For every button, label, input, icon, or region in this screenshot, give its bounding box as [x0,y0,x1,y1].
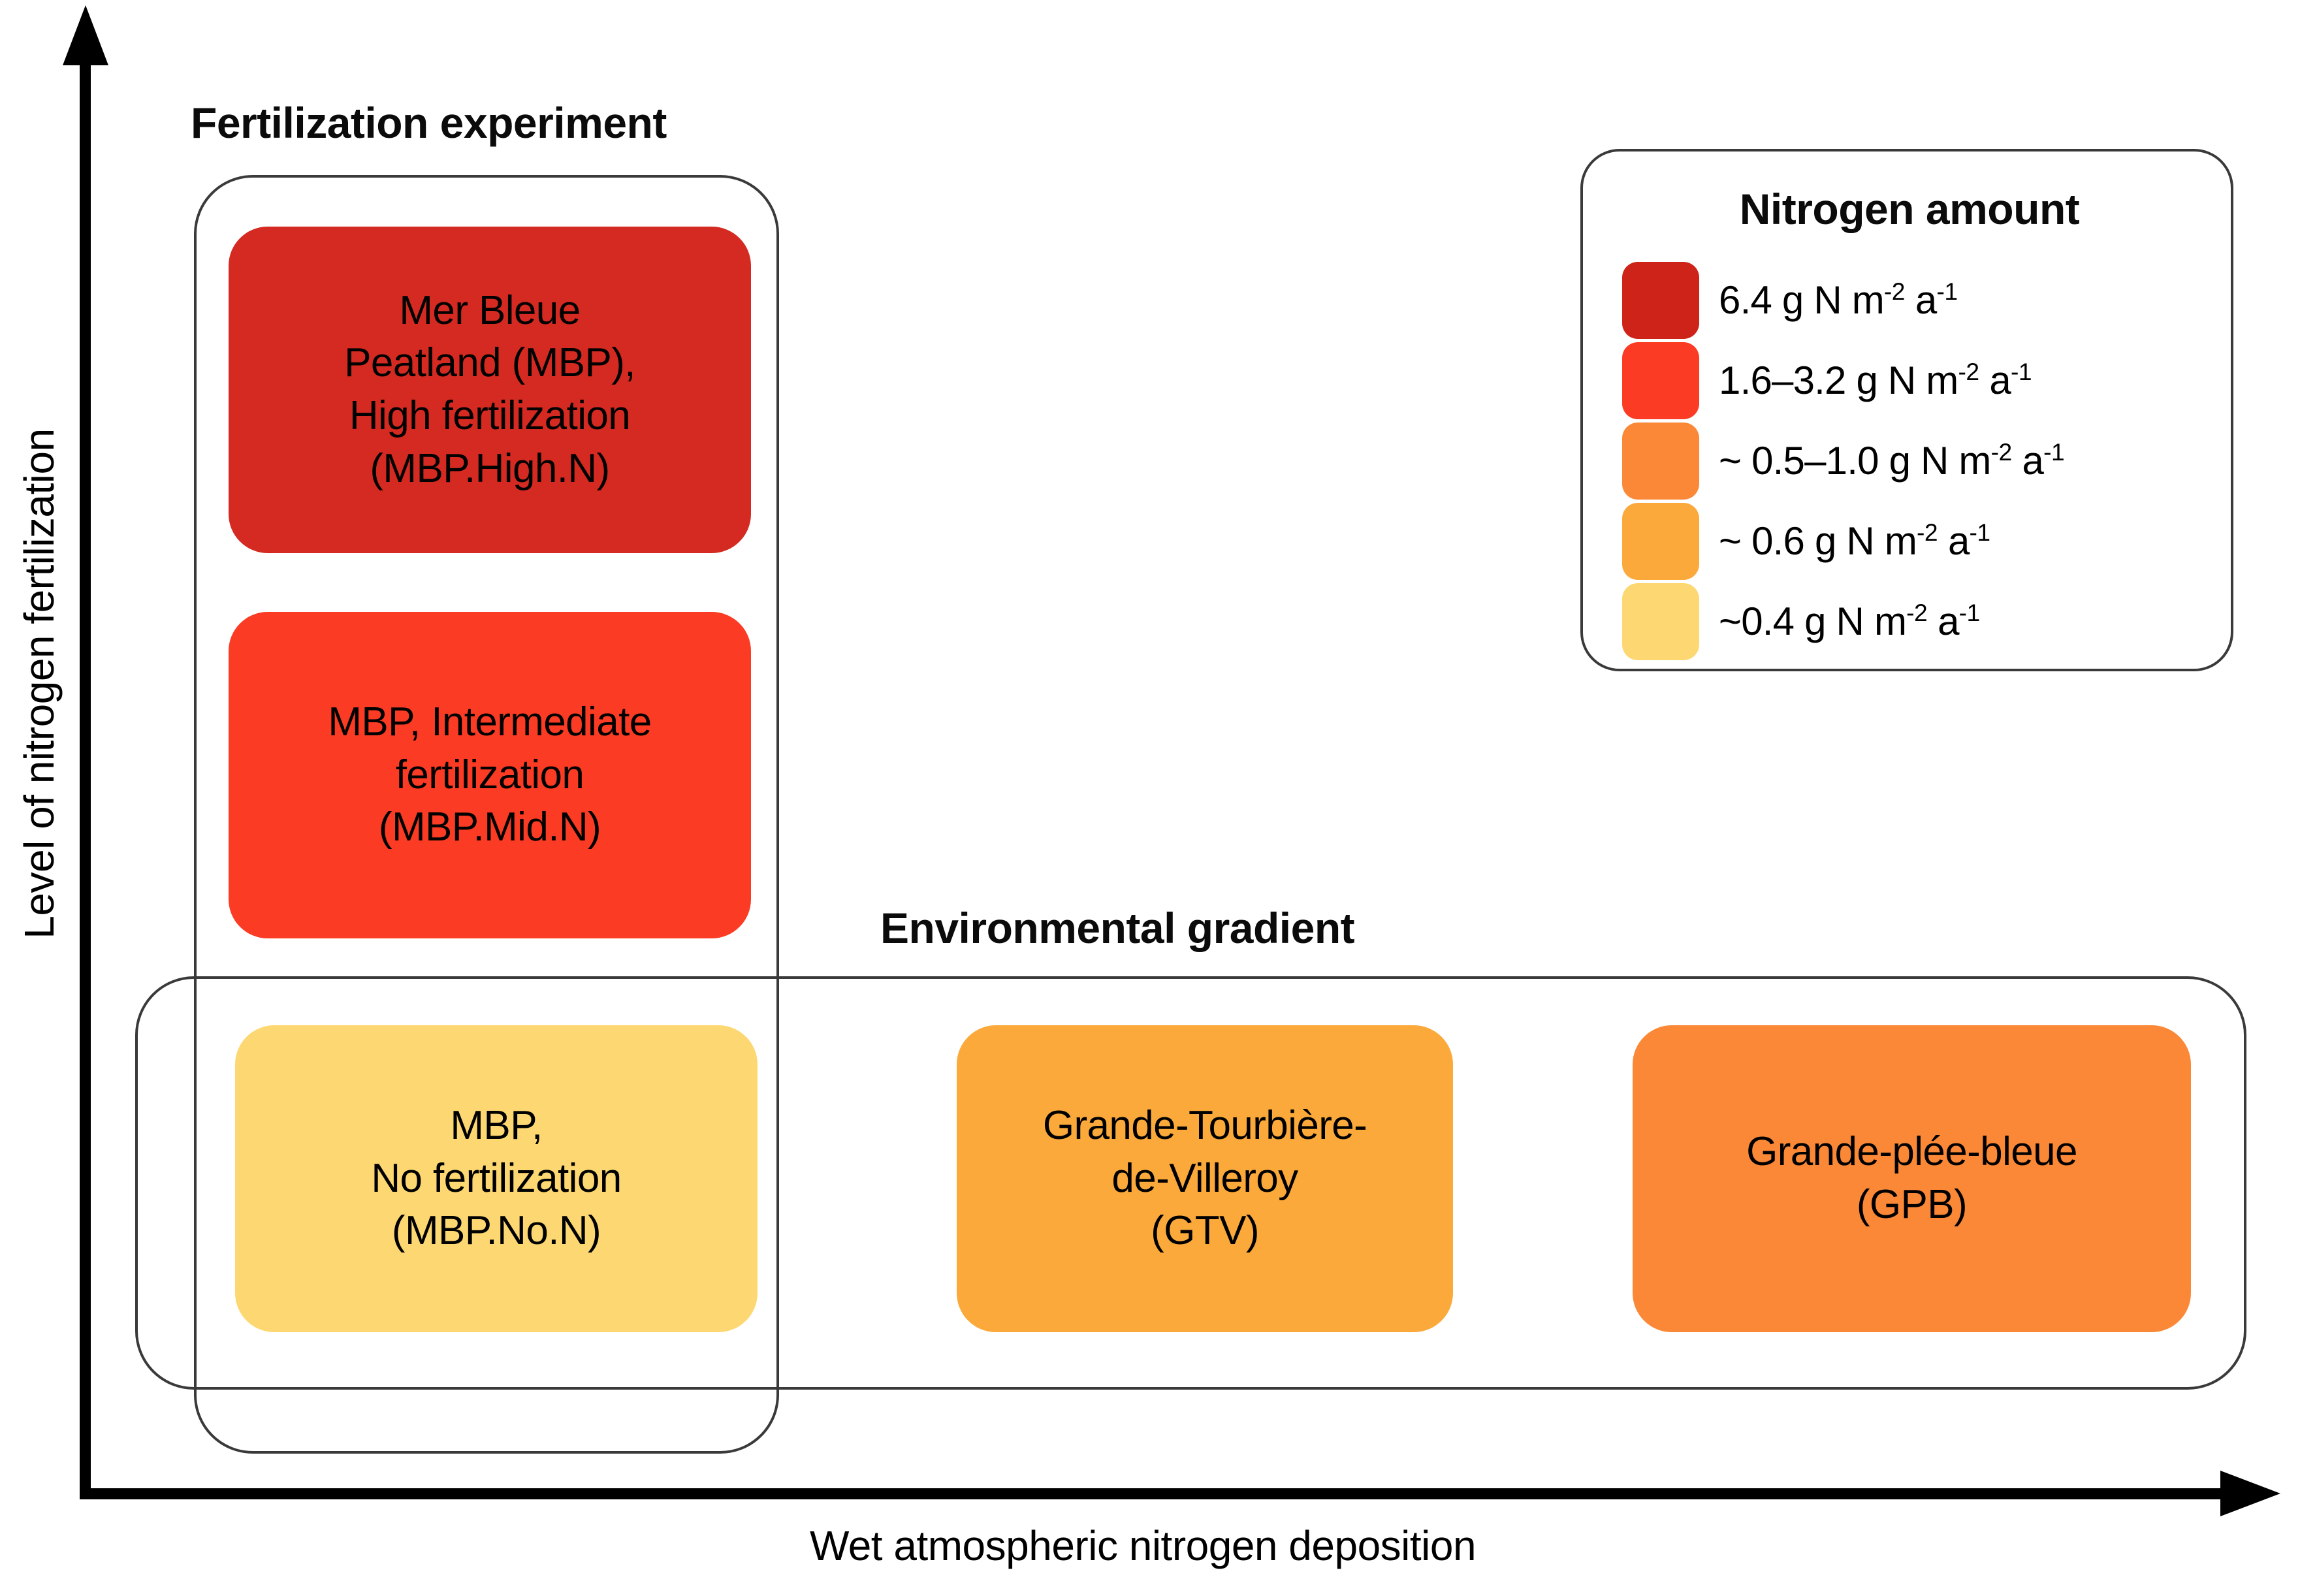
legend-label: ~ 0.6 g N m-2 a-1 [1719,519,1990,563]
legend-row: 1.6–3.2 g N m-2 a-1 [1622,340,2216,421]
environmental-gradient-group-frame [135,976,2246,1390]
site-box-gpb[interactable]: Grande-plée-bleue(GPB) [1633,1025,2191,1332]
legend-color-swatch [1622,422,1699,500]
y-axis-arrow-icon [63,5,108,65]
legend-row: 6.4 g N m-2 a-1 [1622,260,2216,340]
legend-color-swatch [1622,342,1699,419]
x-axis-line [80,1488,2228,1499]
site-box-label: MBP,No fertilization(MBP.No.N) [371,1103,622,1254]
site-box-label: Grande-Tourbière-de-Villeroy(GTV) [1042,1103,1367,1254]
legend-color-swatch [1622,502,1699,580]
fertilization-experiment-heading: Fertilization experiment [191,99,667,147]
site-box-gtv[interactable]: Grande-Tourbière-de-Villeroy(GTV) [957,1025,1453,1332]
y-axis-line [80,63,91,1499]
x-axis-title: Wet atmospheric nitrogen deposition [809,1522,1477,1569]
legend-color-swatch [1622,261,1699,339]
legend-row: ~0.4 g N m-2 a-1 [1622,581,2216,662]
environmental-gradient-heading: Environmental gradient [880,904,1355,952]
legend-label: 6.4 g N m-2 a-1 [1719,278,1958,322]
fertilization-experiment-group-frame [194,175,779,1454]
x-axis-arrow-icon [2220,1471,2280,1516]
y-axis-title: Level of nitrogen fertilization [16,428,63,939]
legend-label: ~ 0.5–1.0 g N m-2 a-1 [1719,438,2065,483]
legend-color-swatch [1622,583,1699,660]
legend-label: ~0.4 g N m-2 a-1 [1719,599,1980,643]
legend-panel: Nitrogen amount 6.4 g N m-2 a-1 1.6–3.2 … [1580,149,2233,671]
site-box-mbp-no[interactable]: MBP,No fertilization(MBP.No.N) [235,1025,758,1332]
legend-row: ~ 0.5–1.0 g N m-2 a-1 [1622,421,2216,501]
legend-label: 1.6–3.2 g N m-2 a-1 [1719,358,2032,402]
site-box-label: Grande-plée-bleue(GPB) [1746,1129,2077,1227]
legend-title: Nitrogen amount [1739,185,2080,233]
legend-row: ~ 0.6 g N m-2 a-1 [1622,501,2216,581]
legend-item-list: 6.4 g N m-2 a-1 1.6–3.2 g N m-2 a-1 ~ 0.5… [1622,260,2216,662]
